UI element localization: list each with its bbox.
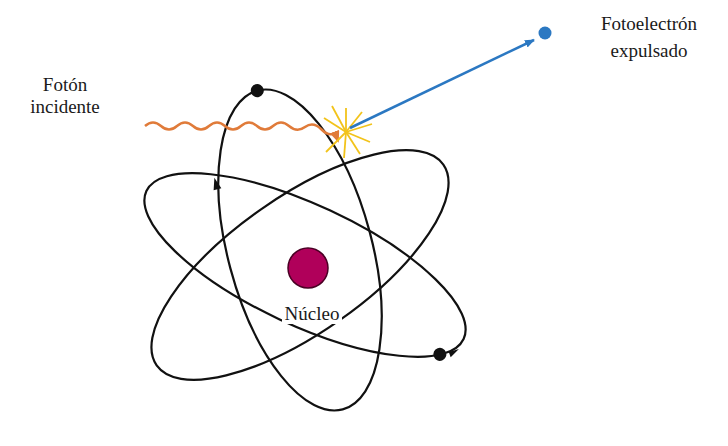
text-label: Núcleo (262, 302, 362, 326)
impact-burst (324, 106, 372, 158)
text-label: Fotoelectrón expulsado (578, 10, 720, 64)
label-text: Núcleo (282, 303, 343, 324)
incident-photon (145, 123, 338, 142)
photoelectron-path (350, 40, 534, 128)
orbits (118, 66, 489, 428)
photoelectron (539, 27, 552, 40)
label-text: Fotón incidente (30, 74, 100, 117)
electron (249, 83, 265, 99)
nucleus (288, 248, 328, 288)
electron (431, 346, 448, 363)
text-label: Fotón incidente (6, 74, 124, 118)
label-text: Fotoelectrón expulsado (601, 13, 697, 61)
